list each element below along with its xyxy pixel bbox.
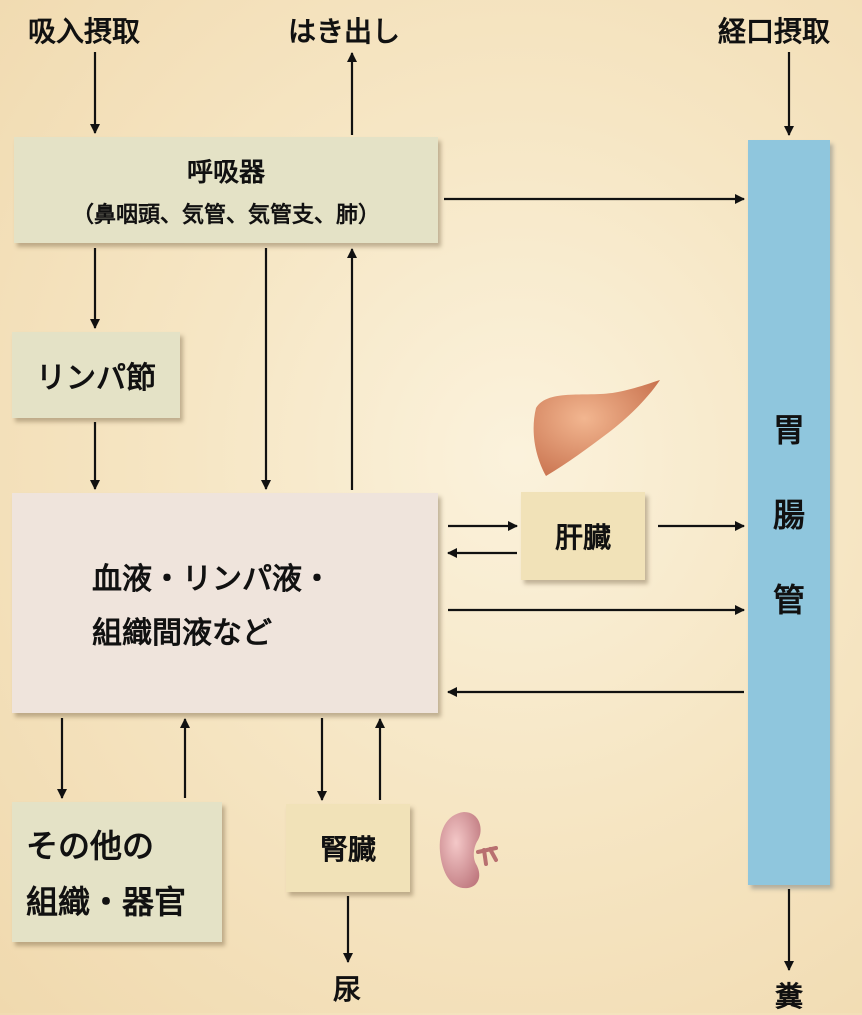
exhalation-label: はき出し <box>288 15 401 48</box>
blood-lymph-fluid-box: 血液・リンパ液・ 組織間液など <box>12 493 438 713</box>
feces-label: 糞 <box>775 980 804 1013</box>
lymph-node-label: リンパ節 <box>36 361 156 396</box>
gi-char-2: 腸 <box>772 496 805 534</box>
liver-box: 肝臓 <box>521 492 645 580</box>
other-tissues-box: その他の 組織・器官 <box>12 802 222 942</box>
respiratory-subtitle: （鼻咽頭、気管、気管支、肺） <box>71 202 380 228</box>
liver-illustration <box>533 380 660 476</box>
urine-label: 尿 <box>333 973 362 1006</box>
blood-line2: 組織間液など <box>92 616 272 651</box>
gi-char-1: 胃 <box>772 411 805 449</box>
kidney-label: 腎臓 <box>319 833 376 866</box>
other-line1: その他の <box>26 827 155 865</box>
other-line2: 組織・器官 <box>26 883 187 921</box>
blood-line1: 血液・リンパ液・ <box>92 562 332 597</box>
respiratory-title: 呼吸器 <box>186 157 265 188</box>
lymph-node-box: リンパ節 <box>12 332 180 418</box>
inhalation-label: 吸入摂取 <box>28 15 141 48</box>
respiratory-box: 呼吸器 （鼻咽頭、気管、気管支、肺） <box>14 137 438 243</box>
gi-char-3: 管 <box>772 581 805 619</box>
oral-intake-label: 経口摂取 <box>718 15 831 48</box>
kidney-box: 腎臓 <box>286 804 410 892</box>
liver-label: 肝臓 <box>554 521 611 554</box>
kidney-illustration <box>439 812 498 889</box>
gi-tract-column: 胃 腸 管 <box>748 140 830 885</box>
